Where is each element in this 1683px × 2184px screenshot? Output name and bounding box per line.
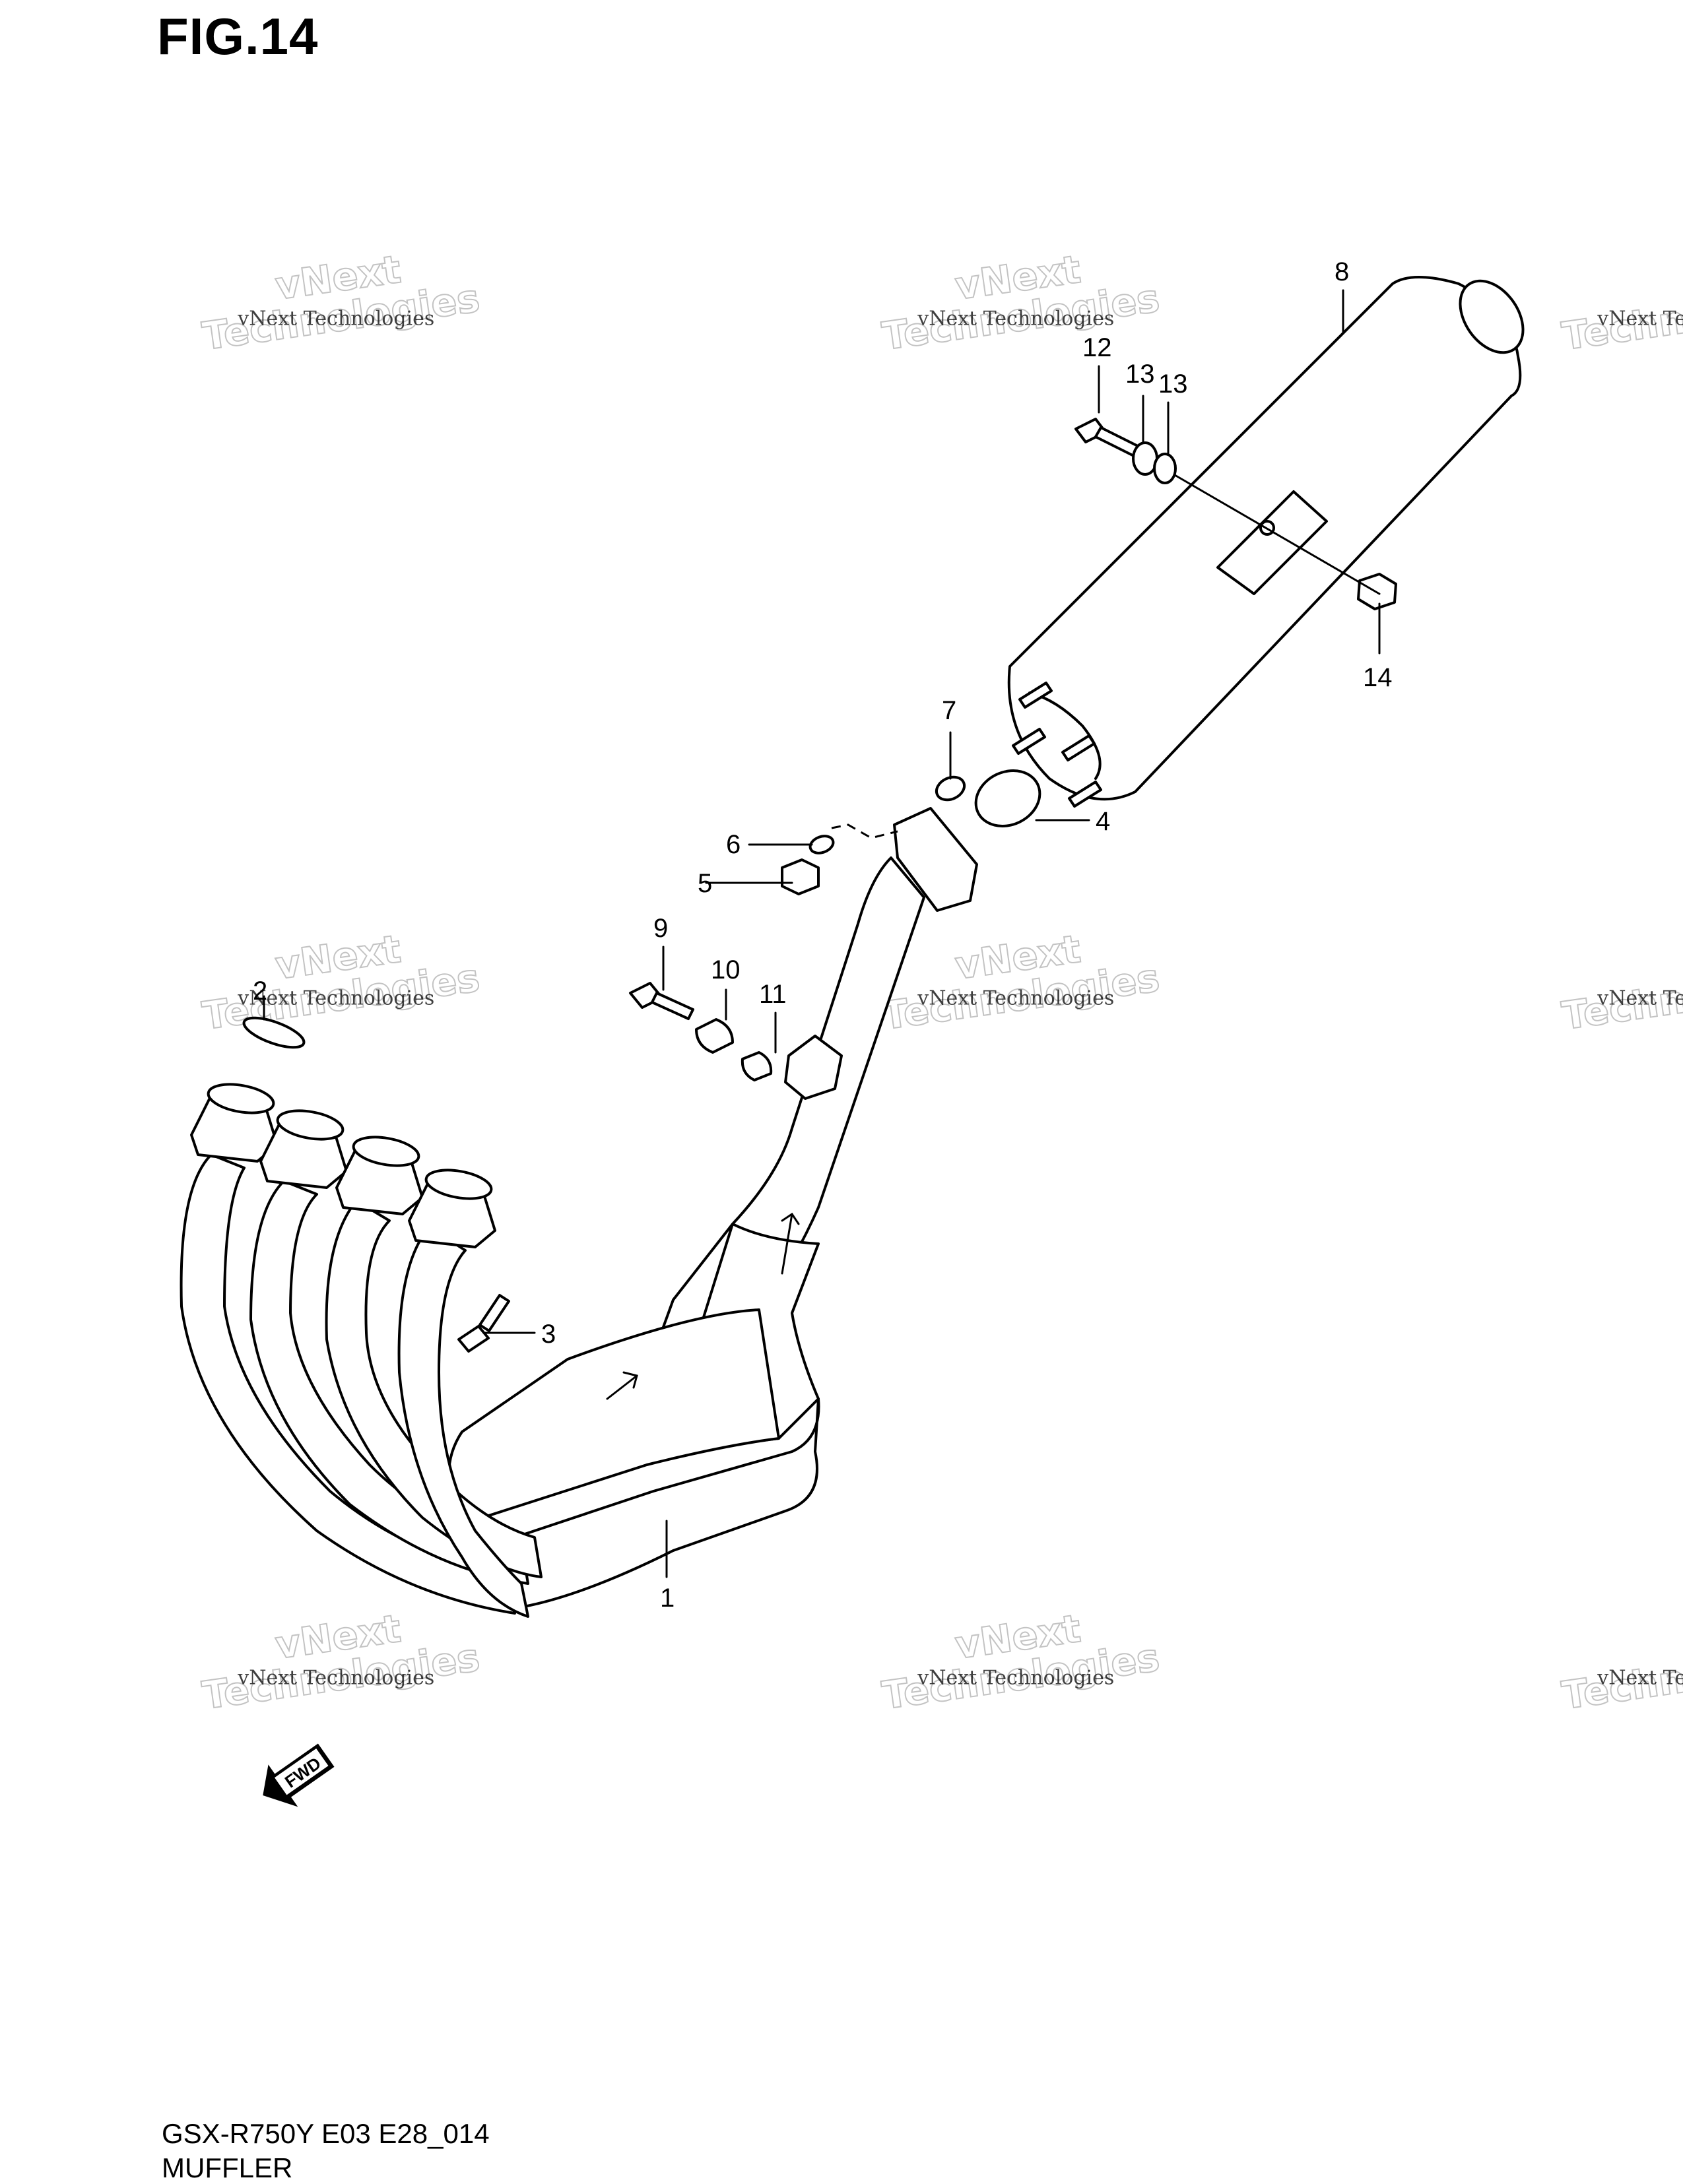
watermark-small: vNext Technologies — [1597, 1667, 1683, 1690]
watermark: Technologies vNext vNext Technologies — [199, 926, 482, 1039]
bolt-9 — [629, 982, 694, 1020]
washer-6 — [808, 835, 835, 854]
callout-1: 1 — [660, 1584, 675, 1613]
watermark: Technologies vNext vNext Technologies — [878, 926, 1162, 1039]
header-flange-3 — [335, 1136, 424, 1215]
watermark-small: vNext Technologies — [917, 987, 1114, 1010]
watermark: Technologies vNext Technologies — [1558, 955, 1683, 1039]
gasket-ring-4 — [974, 769, 1041, 827]
watermark: Technologies vNext Technologies — [1558, 275, 1683, 360]
diagram-code: GSX-R750Y E03 E28_014 — [162, 2118, 490, 2149]
header-flange-4 — [408, 1169, 496, 1248]
collar-11 — [741, 1051, 773, 1081]
diagram-name: MUFFLER — [162, 2152, 293, 2183]
callout-labels: 1 2 3 4 5 6 7 8 9 10 11 12 13 13 14 — [253, 257, 1393, 1613]
callout-14: 14 — [1363, 663, 1393, 692]
callout-10: 10 — [711, 955, 741, 984]
callout-13a: 13 — [1125, 360, 1155, 389]
callout-5: 5 — [698, 869, 712, 898]
fwd-arrow-icon: FWD — [263, 1743, 335, 1807]
washer-13b — [1153, 453, 1177, 484]
leader-lines — [263, 289, 1381, 1578]
gasket-7 — [935, 775, 966, 802]
callout-12: 12 — [1082, 333, 1112, 362]
bush-10 — [695, 1018, 734, 1054]
watermark-small: vNext Technologies — [237, 987, 434, 1010]
callout-4: 4 — [1096, 807, 1110, 836]
watermark: Technologies vNext vNext Technologies — [199, 1605, 482, 1719]
callout-2: 2 — [253, 977, 267, 1006]
watermark-small: vNext Technologies — [917, 307, 1114, 331]
muffler — [1007, 276, 1525, 808]
watermark-small: vNext Technologies — [1597, 987, 1683, 1010]
pipe-hanger-bracket — [784, 1035, 843, 1100]
callout-13b: 13 — [1158, 369, 1188, 399]
watermark: Technologies vNext Technologies — [1558, 1634, 1683, 1719]
nut-5 — [781, 858, 820, 895]
figure-title: FIG.14 — [157, 7, 319, 65]
watermark: Technologies vNext vNext Technologies — [199, 246, 482, 360]
header-flange-2 — [259, 1109, 348, 1189]
header-flange-1 — [190, 1083, 279, 1163]
gasket-2 — [242, 1016, 306, 1049]
watermark-small: vNext Technologies — [917, 1667, 1114, 1690]
bolt-12 — [1074, 418, 1142, 458]
exhaust-pipe-assembly — [180, 807, 978, 1618]
callout-6: 6 — [726, 830, 741, 859]
callout-9: 9 — [653, 914, 668, 943]
bolt-3 — [457, 1294, 510, 1353]
watermark: Technologies vNext vNext Technologies — [878, 246, 1162, 360]
callout-7: 7 — [942, 696, 956, 725]
watermark: Technologies vNext vNext Technologies — [878, 1605, 1162, 1719]
watermark-small: vNext Technologies — [237, 1667, 434, 1690]
callout-11: 11 — [759, 980, 787, 1009]
watermark-small: vNext Technologies — [1597, 307, 1683, 331]
watermark-small: vNext Technologies — [237, 307, 434, 331]
callout-3: 3 — [541, 1320, 556, 1349]
callout-8: 8 — [1335, 257, 1349, 286]
